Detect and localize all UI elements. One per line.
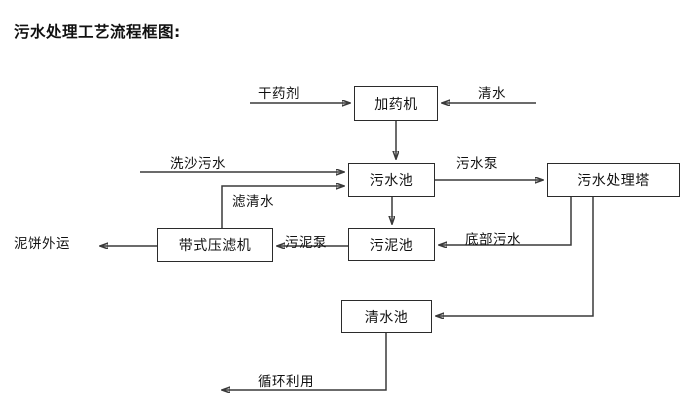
node-sludge-pool[interactable]: 污泥池: [348, 228, 435, 261]
edge-clearwater-to-recycle: [222, 333, 387, 390]
label-sludge-pump: 污泥泵: [285, 235, 327, 251]
node-wastewater-pool[interactable]: 污水池: [348, 163, 435, 197]
label-dry-reagent: 干药剂: [258, 86, 300, 102]
edge-tower-to-clearwater-pool: [436, 197, 594, 316]
node-belt-filter-press[interactable]: 带式压滤机: [157, 228, 273, 262]
label-recycle-reuse: 循环利用: [258, 374, 314, 390]
node-dosing-machine[interactable]: 加药机: [354, 86, 438, 121]
edge-filtered-water-to-wastewater-pool: [221, 186, 344, 228]
edge-bottom-wastewater-to-sludge-pool: [439, 197, 572, 245]
label-wastewater-pump: 污水泵: [456, 156, 498, 172]
label-clean-water: 清水: [478, 86, 506, 102]
node-treatment-tower[interactable]: 污水处理塔: [547, 163, 680, 197]
page-title: 污水处理工艺流程框图:: [14, 23, 181, 41]
label-bottom-wastewater: 底部污水: [465, 232, 521, 248]
label-sand-wash-wastewater: 洗沙污水: [170, 156, 226, 172]
node-clear-water-pool[interactable]: 清水池: [341, 300, 432, 333]
label-filtered-clear-water: 滤清水: [232, 194, 274, 210]
label-mud-cake-transport: 泥饼外运: [14, 236, 70, 252]
